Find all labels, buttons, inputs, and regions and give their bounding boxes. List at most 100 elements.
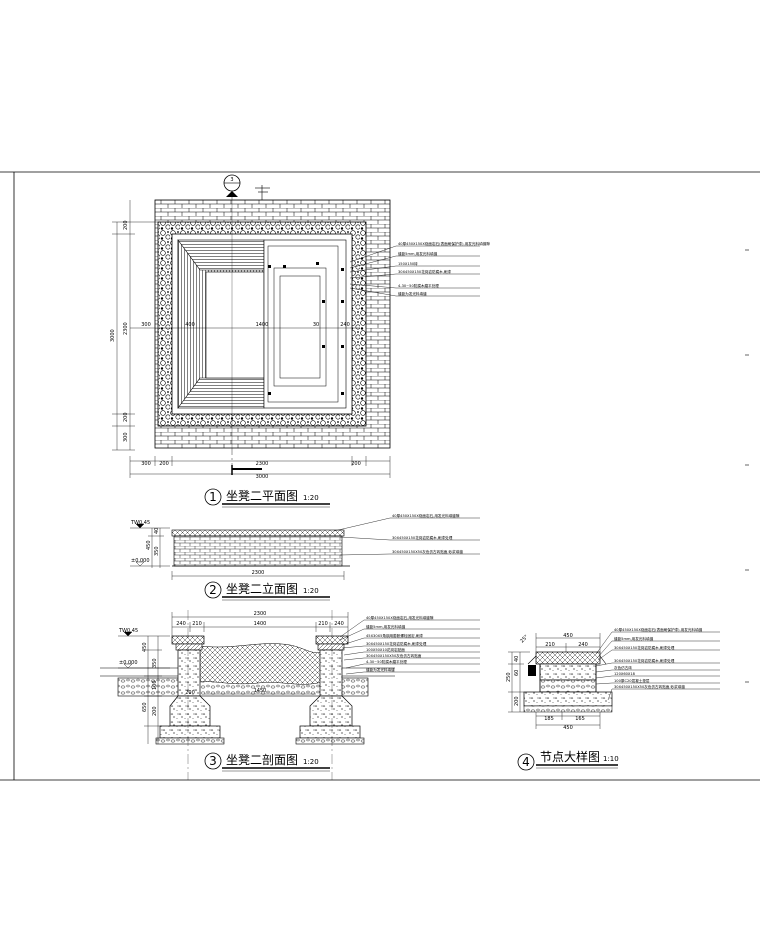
section-dims-top [171,612,349,636]
section-dim-top-3: 1400 [254,621,267,627]
plan-dim-left-2: 200 [123,412,129,422]
detail-dims-bottom [535,712,601,729]
section-note-1: 缝距5mm,用发光料填缝 [366,624,406,629]
detail-dim-top-2: 240 [578,642,588,648]
detail-note-5: 120X60X18 [614,672,636,676]
plan-note-4: 4-30~50防腐木磨平处理 [398,283,439,288]
detail-dim-side-1: 60 [514,670,520,676]
elevation-title-block: 2 坐凳二立面图 1:20 [204,581,330,601]
detail-title-block: 4 节点大样图 1:10 [517,749,619,771]
section-level-ground: ±0.000 [119,660,138,666]
plan-note-5: 缝距为发光料填缝 [398,291,427,296]
section-dim-top-0: 2300 [254,611,267,617]
right-margin-ticks [745,249,749,683]
plan-note-3: 30X450X150花岗岩防腐木,刷漆 [398,269,452,274]
plan-number: 1 [209,490,217,504]
section-dim-top-1: 240 [176,621,186,627]
detail-note-7: 30X450X150X50灰色仿古砖贴面,砂浆填缝 [614,684,685,689]
elevation-scale: 1:20 [303,587,319,595]
elevation-dim-h-0: 450 [146,540,152,550]
detail-cap [535,651,601,665]
section-note-5: 30X450X150X50灰色仿古砖贴面 [366,653,422,658]
detail-title: 节点大样图 [540,749,600,764]
plan-scale: 1:20 [303,494,319,502]
section-dim-h-0: 450 [142,642,148,652]
detail-dim-bottom-1: 165 [575,716,585,722]
plan-dims-bottom [129,456,391,478]
elevation-brick-body [173,535,343,567]
detail-note-0: 40厚450X150X烧面岩石(表面刷保护漆),用发光料填缝 [614,627,703,632]
section-marker-number: 3 [230,177,233,183]
section-right-pier [295,635,365,745]
section-dim-side: 200 [185,690,195,696]
plan-dim-bottom-4: 3000 [256,474,269,480]
section-note-6: 4-30~50防腐木磨平处理 [366,659,407,664]
detail-angle: 25° [519,634,530,645]
section-note-7: 缝距为发光料填缝 [366,667,395,672]
section-dim-h-4: 650 [142,702,148,712]
section-dim-top-4: 210 [318,621,328,627]
elevation-drawing: TW0.45 ±0.000 450 40 350 2300 40厚450X150… [130,513,480,601]
detail-dim-side-2: 250 [506,672,512,682]
plan-dim-bottom-0: 300 [141,461,151,467]
plan-dim-bottom-3: 200 [351,461,361,467]
plan-title: 坐凳二平面图 [226,488,298,503]
detail-dim-top-1: 210 [545,642,555,648]
section-title-block: 3 坐凳二剖面图 1:20 [204,752,330,772]
detail-dim-bottom-2: 450 [563,725,573,731]
detail-dim-bottom-0: 185 [544,716,554,722]
section-infill [199,643,323,685]
detail-dim-side-0: 40 [514,656,520,662]
section-scale: 1:20 [303,758,319,766]
section-dim-h-1: 350 [152,658,158,668]
detail-dim-side-3: 200 [514,696,520,706]
detail-dims-top [535,633,601,652]
detail-leaders [595,631,720,701]
plan-dim-left-4: 3000 [110,329,116,342]
plan-dim-bottom-2: 2300 [256,461,269,467]
section-note-0: 40厚450X150X烧面岩石,用发光料填缝隙 [366,615,434,620]
section-note-3: 30X450X150花岗岩防腐木,刷漆处理 [366,641,427,646]
elevation-dim-h-2: 350 [154,546,160,556]
detail-scale: 1:10 [603,755,619,763]
plan-dim-left-1: 2300 [123,322,129,335]
sheet-border [0,171,760,781]
section-leaders [339,619,480,675]
section-drawing: 2300 240 210 1400 210 240 TW0.45 ±0.000 … [100,610,480,780]
elevation-note-1: 30X450X150花岗岩防腐木,刷漆处理 [392,535,453,540]
plan-note-2: 150X150砖 [398,261,418,266]
elevation-note-0: 40厚450X150X烧面岩石,用发光料填缝隙 [392,513,460,518]
detail-dim-top-0: 450 [563,633,573,639]
section-number: 3 [209,754,217,768]
section-dim-h-3: 200 [152,706,158,716]
section-note-4: 100X50X10花岗岩贴面 [366,647,405,652]
plan-dim-left-0: 200 [123,220,129,230]
plan-leaders [349,245,480,297]
section-dim-top-5: 240 [334,621,344,627]
plan-note-0: 40厚450X150X烧面岩石(表面刷保护漆),用发光料填缝隙 [398,241,490,246]
plan-dim-mid-4: 240 [340,322,350,328]
elevation-note-2: 30X450X150X50灰色仿古砖贴面,砂浆填缝 [392,549,463,554]
plan-title-block: 1 坐凳二平面图 1:20 [204,488,330,508]
elevation-levels [130,523,170,568]
elevation-cap [171,529,345,537]
detail-note-4: 灰色仿古砖 [614,665,632,670]
plan-dim-bottom-1: 200 [159,461,169,467]
plan-dim-mid-0: 300 [141,322,151,328]
elevation-dim-width: 2300 [252,570,265,576]
section-note-2: 45X30X5角钢用膨胀螺栓固定,刷漆 [366,633,423,638]
detail-note-1: 缝距5mm,用发光料填缝 [614,636,654,641]
plan-dims-left [112,200,160,451]
section-levels [118,631,170,744]
plan-drawing: 3 [110,174,490,508]
elevation-dim-h-1: 40 [154,528,160,534]
plan-dim-mid-2: 1400 [256,322,269,328]
detail-note-2: 30X450X150花岗岩防腐木,刷漆处理 [614,645,675,650]
detail-note-3: 30X450X150花岗岩防腐木,刷漆处理 [614,658,675,663]
detail-number: 4 [522,755,530,769]
detail-dims-side [508,651,530,713]
elevation-leaders [333,517,480,556]
inner-frame [263,239,347,409]
section-left-pier [155,635,225,745]
